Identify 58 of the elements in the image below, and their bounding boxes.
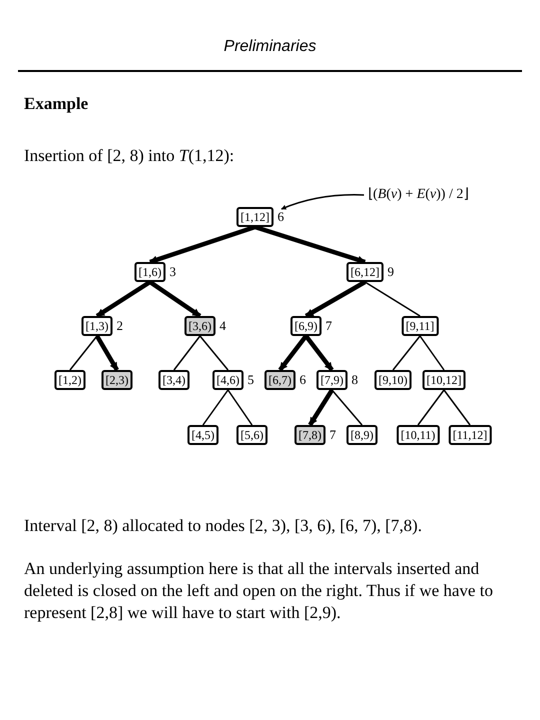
tree-edge xyxy=(331,390,363,426)
intro-text: Insertion of [2, 8) into T(1,12): xyxy=(24,145,236,167)
interval-node: [8,9) xyxy=(346,425,378,445)
interval-node: [11,12] xyxy=(448,425,492,445)
interval-node: [3,4) xyxy=(158,370,190,390)
interval-node: [6,9) xyxy=(290,316,322,336)
arrow xyxy=(148,280,202,318)
interval-node: [3,6) xyxy=(184,316,216,336)
interval-node: [6,12] xyxy=(346,262,384,282)
note-paragraph: An underlying assumption here is that all the intervals inserted and deleted is closed on the left and open on the right. Thus if we have to represent [2,8] we will have to start with [2,9). xyxy=(24,558,494,624)
midpoint-value: 6 xyxy=(278,209,284,225)
arrow xyxy=(95,334,119,372)
midpoint-value: 8 xyxy=(352,372,358,388)
interval-node: [1,12] xyxy=(236,207,274,227)
tree-edge xyxy=(202,390,229,426)
tree-edge xyxy=(173,336,201,370)
midpoint-value: 5 xyxy=(248,372,254,388)
arrow xyxy=(304,334,334,372)
interval-node: [4,5) xyxy=(188,425,218,445)
interval-node: [9,10) xyxy=(374,370,412,390)
interval-node: [1,3) xyxy=(82,316,112,336)
midpoint-value: 3 xyxy=(170,264,176,280)
midpoint-value: 9 xyxy=(388,264,394,280)
tree-edge xyxy=(227,390,253,426)
tree-edge xyxy=(199,336,229,370)
interval-node: [10,11) xyxy=(396,425,440,445)
interval-node: [1,2) xyxy=(54,370,86,390)
arrow xyxy=(304,280,366,318)
midpoint-value: 4 xyxy=(220,318,226,334)
tree-edge xyxy=(417,390,445,426)
tree-edge xyxy=(443,390,471,426)
interval-node: [4,6) xyxy=(212,370,244,390)
tree-edge xyxy=(392,336,421,370)
interval-node: [5,6) xyxy=(236,425,268,445)
midpoint-value: 2 xyxy=(116,318,123,334)
arrow xyxy=(308,388,334,426)
midpoint-value: 7 xyxy=(330,427,336,443)
tree-edge xyxy=(69,336,98,370)
arrow xyxy=(278,334,308,372)
interval-node: [10,12] xyxy=(422,370,466,390)
leader-arrow xyxy=(281,194,364,210)
interval-node: [2,3) xyxy=(102,370,132,390)
section-heading: Example xyxy=(24,93,90,115)
page-title: Preliminaries xyxy=(222,38,318,56)
arrow xyxy=(149,224,256,264)
arrow xyxy=(96,280,152,318)
result-text: Interval [2, 8) allocated to nodes [2, 3), [3, 6), [6, 7), [7,8). xyxy=(24,515,423,537)
interval-node: [9,11] xyxy=(402,316,438,336)
formula-label: ⌊(B(v) + E(v)) / 2⌋ xyxy=(368,187,468,203)
midpoint-value: 7 xyxy=(326,318,332,334)
tree-edge xyxy=(364,281,420,317)
interval-node: [7,9) xyxy=(316,370,348,390)
interval-node: [1,6) xyxy=(134,262,166,282)
interval-node: [7,8) xyxy=(294,425,326,445)
tree-edge xyxy=(419,336,445,370)
midpoint-value: 6 xyxy=(300,372,306,388)
arrow xyxy=(254,224,366,264)
interval-node: [6,7) xyxy=(264,370,296,390)
